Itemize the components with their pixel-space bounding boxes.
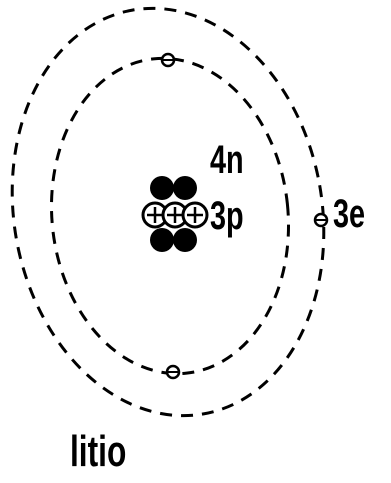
neutron [150,176,174,200]
proton [183,203,207,227]
neutron [173,228,197,252]
electron [315,214,327,226]
electron-count-label: 3e [333,194,365,234]
nucleus [143,176,207,252]
electron [162,54,174,66]
neutron [150,228,174,252]
electron [167,366,179,378]
proton-count-label: 3p [210,196,244,236]
element-name-label: litio [70,430,126,474]
neutron-count-label: 4n [210,140,244,180]
neutron [173,176,197,200]
